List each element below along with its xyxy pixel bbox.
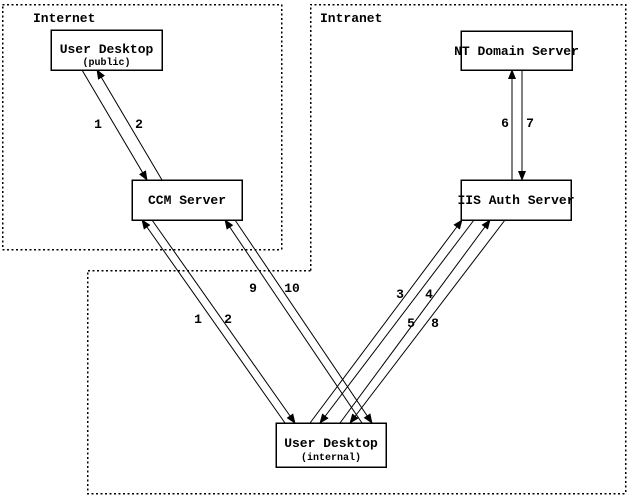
node-subtitle-user-desktop-internal: (internal)	[301, 452, 361, 464]
edge-line-flow4-iis-to-internal	[319, 219, 475, 424]
node-box-ccm-server	[131, 179, 243, 221]
intranet-zone-border	[86, 3, 627, 495]
edge-label-2-top: 2	[135, 117, 143, 132]
node-user-desktop-public: User Desktop (public)	[50, 29, 163, 71]
node-ccm-server: CCM Server	[131, 179, 243, 221]
edge-label-1-top: 1	[94, 117, 102, 132]
edge-line-flow1-internal-to-ccm	[141, 219, 286, 424]
node-title-iis-auth-server: IIS Auth Server	[457, 193, 574, 208]
node-title-nt-domain-server: NT Domain Server	[454, 44, 579, 59]
edge-label-7: 7	[526, 116, 534, 131]
edge-label-3: 3	[396, 287, 404, 302]
internet-zone-label: Internet	[33, 11, 95, 26]
edge-group	[81, 69, 526, 424]
edge-line-flow8-iis-to-internal	[349, 219, 506, 424]
node-title-user-desktop-public: User Desktop	[60, 42, 154, 57]
internet-zone-border	[1, 3, 283, 251]
edge-label-4: 4	[425, 287, 433, 302]
node-box-user-desktop-internal	[275, 422, 387, 468]
node-box-nt-domain-server	[460, 30, 573, 71]
intranet-zone-label: Intranet	[320, 11, 382, 26]
node-title-user-desktop-internal: User Desktop	[284, 436, 378, 451]
node-title-ccm-server: CCM Server	[148, 193, 226, 208]
edge-label-8: 8	[431, 316, 439, 331]
edge-label-1-bottom: 1	[194, 312, 202, 327]
edge-label-5: 5	[407, 316, 415, 331]
edge-label-6: 6	[501, 116, 509, 131]
node-user-desktop-internal: User Desktop (internal)	[275, 422, 387, 468]
edge-line-flow9-internal-to-ccm	[224, 219, 363, 424]
edge-line-flow5-internal-to-iis	[339, 219, 491, 424]
node-box-user-desktop-public	[50, 29, 163, 71]
node-box-iis-auth-server	[460, 179, 572, 221]
node-subtitle-user-desktop-public: (public)	[82, 57, 130, 69]
edge-label-2-bottom: 2	[224, 312, 232, 327]
edge-line-flow2-ccm-to-internal	[151, 219, 296, 424]
edge-label-10: 10	[284, 281, 300, 296]
edge-line-flow3-internal-to-iis	[309, 219, 463, 424]
edge-line-flow10-ccm-to-internal	[234, 219, 373, 424]
node-nt-domain-server: NT Domain Server	[454, 30, 579, 71]
edge-line-flow2-ccm-to-public	[96, 69, 163, 181]
edge-label-group: 1 2 1 2 9 10 3 4 5 8 6 7	[94, 116, 534, 331]
edge-label-9: 9	[249, 281, 257, 296]
node-iis-auth-server: IIS Auth Server	[457, 179, 575, 221]
edge-line-flow1-public-to-ccm	[81, 69, 148, 181]
